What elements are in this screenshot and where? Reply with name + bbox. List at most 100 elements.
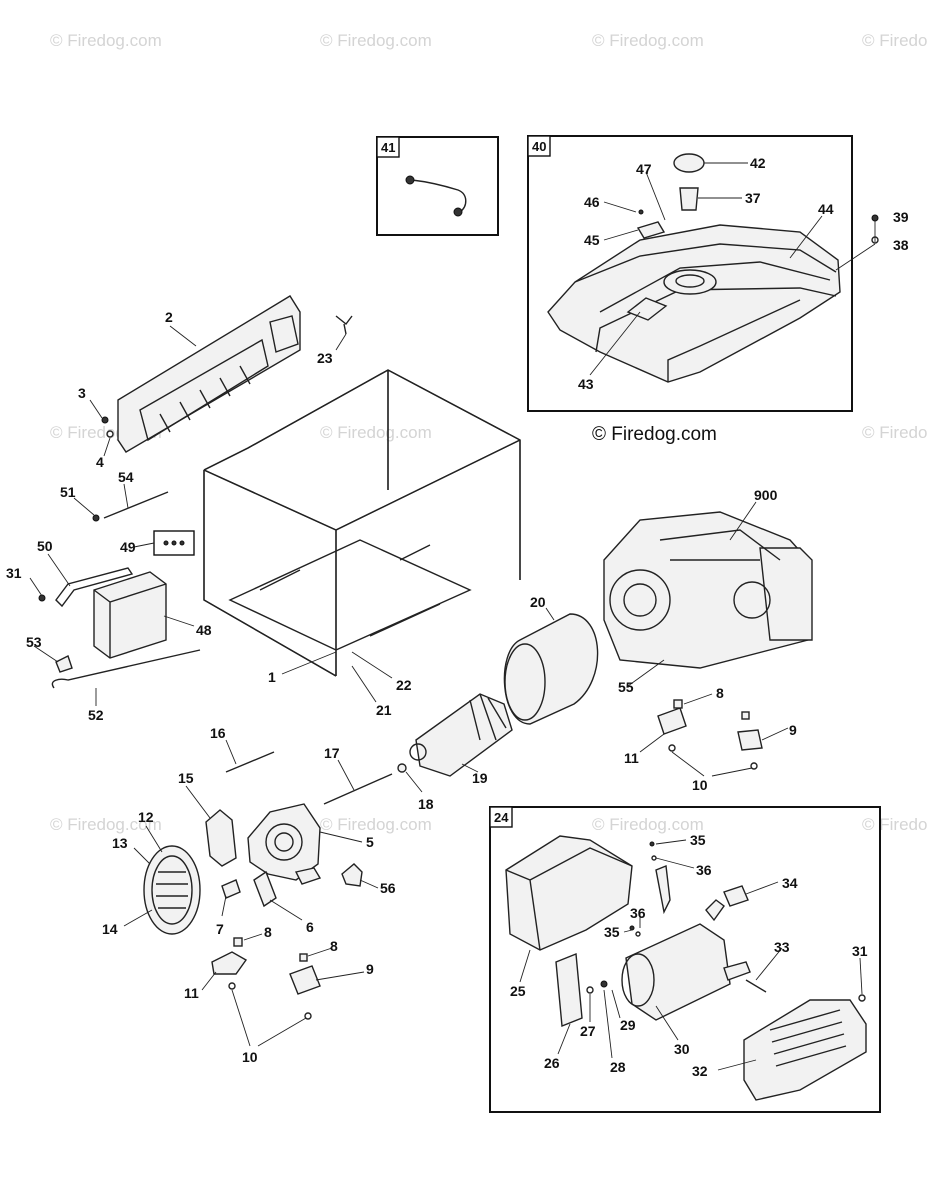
nut <box>600 980 608 988</box>
callout-number: 8 <box>716 685 724 701</box>
callout-number: 35 <box>604 924 620 940</box>
nut <box>92 514 100 522</box>
fuel-strainer <box>679 187 699 211</box>
callout-number: 33 <box>774 939 790 955</box>
callout-number: 1 <box>268 669 276 685</box>
callout-number: 48 <box>196 622 212 638</box>
carrier-foot <box>294 867 322 885</box>
callout-number: 38 <box>893 237 909 253</box>
callout-number: 6 <box>306 919 314 935</box>
hardware-piece <box>179 540 185 546</box>
bolt <box>745 979 767 993</box>
callout-number: 15 <box>178 770 194 786</box>
through-bolt <box>323 773 393 805</box>
inset-number: 24 <box>494 810 509 825</box>
callout-number: 3 <box>78 385 86 401</box>
callout-number: 21 <box>376 702 392 718</box>
clip <box>221 879 241 899</box>
callout-number: 22 <box>396 677 412 693</box>
callout-number: 19 <box>472 770 488 786</box>
callout-number: 47 <box>636 161 652 177</box>
callout-number: 54 <box>118 469 134 485</box>
gauge-screw <box>638 209 644 215</box>
battery-bracket <box>55 567 134 608</box>
screw <box>101 416 109 424</box>
screw <box>649 841 655 847</box>
stud <box>225 751 275 773</box>
watermark-text: © Firedog.com <box>862 423 927 442</box>
control-panel <box>117 295 301 453</box>
watermark-text: © Firedog.com <box>862 815 927 834</box>
callout-number: 30 <box>674 1041 690 1057</box>
callout-number: 17 <box>324 745 340 761</box>
bolt <box>38 594 46 602</box>
inset-tag <box>527 135 551 157</box>
tank-washer <box>871 236 879 244</box>
hose-clamp <box>453 207 463 217</box>
inset-40: 40 42 47 37 46 44 39 38 <box>527 135 909 412</box>
watermark-layer: © Firedog.com © Firedog.com © Firedog.co… <box>50 31 927 834</box>
generator-frame <box>203 369 521 677</box>
mount-group-a <box>657 699 763 770</box>
callout-number: 10 <box>242 1049 258 1065</box>
washer <box>106 430 114 438</box>
callout-number: 9 <box>789 722 797 738</box>
mount-group-b <box>211 937 321 1020</box>
callout-number: 45 <box>584 232 600 248</box>
callout-number: 51 <box>60 484 76 500</box>
spacer <box>397 763 407 773</box>
callout-number: 39 <box>893 209 909 225</box>
callout-number: 53 <box>26 634 42 650</box>
screw <box>858 994 866 1002</box>
callout-number: 5 <box>366 834 374 850</box>
muffler-guard <box>743 999 867 1101</box>
callout-number: 900 <box>754 487 778 503</box>
callout-number: 25 <box>510 983 526 999</box>
rear-bearing-carrier <box>247 803 321 881</box>
tank-bolt-head <box>871 214 879 222</box>
battery-strap <box>51 649 201 689</box>
callout-number: 52 <box>88 707 104 723</box>
callout-number: 27 <box>580 1023 596 1039</box>
support-bracket <box>655 865 671 915</box>
callout-number: 31 <box>852 943 868 959</box>
callout-number: 34 <box>782 875 798 891</box>
grommet <box>55 655 73 673</box>
inset-frame <box>376 136 499 236</box>
callout-number: 12 <box>138 809 154 825</box>
callout-number: 23 <box>317 350 333 366</box>
callout-number: 36 <box>696 862 712 878</box>
callout-number: 2 <box>165 309 173 325</box>
brush-assembly <box>253 870 277 908</box>
wing-nut <box>335 315 353 335</box>
callout-number: 11 <box>184 985 199 1001</box>
watermark-text: © Firedog.com <box>50 815 162 834</box>
callout-number: 9 <box>366 961 374 977</box>
watermark-text: © Firedog.com <box>592 31 704 50</box>
rod <box>103 491 169 519</box>
callout-number: 10 <box>692 777 708 793</box>
stator <box>503 613 599 725</box>
callout-number: 8 <box>264 924 272 940</box>
callout-number: 46 <box>584 194 600 210</box>
callout-number: 7 <box>216 921 224 937</box>
hose-clamp <box>405 175 415 185</box>
callout-number: 20 <box>530 594 546 610</box>
inset-tag <box>376 136 400 158</box>
inset-tag <box>489 806 513 828</box>
fuel-hose <box>411 179 467 213</box>
callout-number: 13 <box>112 835 128 851</box>
callout-number: 43 <box>578 376 594 392</box>
fuel-tank <box>547 224 841 383</box>
watermark-text: © Firedog.com <box>592 815 704 834</box>
callout-number: 36 <box>630 905 646 921</box>
engine <box>603 511 813 669</box>
watermark-text: © Firedog.com <box>862 31 927 50</box>
inset-41: 41 <box>376 136 499 236</box>
callout-number: 26 <box>544 1055 560 1071</box>
washer <box>586 986 594 994</box>
callout-number: 55 <box>618 679 634 695</box>
callout-number: 50 <box>37 538 53 554</box>
copyright-label: © Firedog.com <box>592 424 717 445</box>
callout-number: 14 <box>102 921 118 937</box>
